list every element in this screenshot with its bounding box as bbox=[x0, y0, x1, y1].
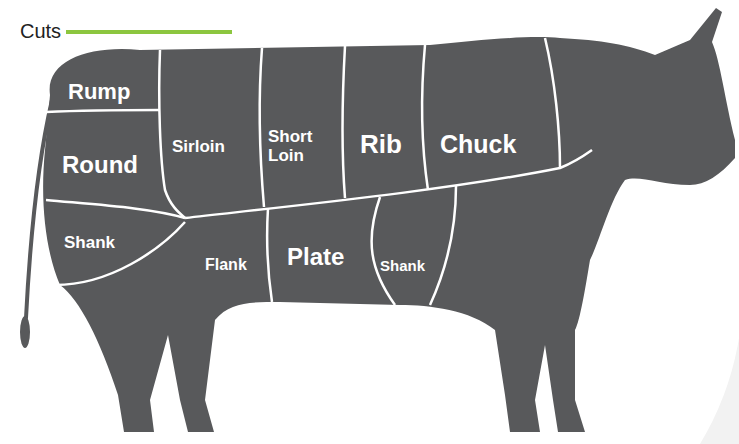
cut-label: Round bbox=[62, 152, 138, 178]
cut-label: Rib bbox=[360, 130, 402, 159]
cut-label: Shank bbox=[64, 234, 115, 253]
cow-silhouette bbox=[43, 8, 735, 432]
title-bar bbox=[66, 30, 232, 34]
cut-label: Shank bbox=[380, 258, 425, 275]
cut-label: Rump bbox=[68, 80, 130, 104]
cut-label: Sirloin bbox=[172, 138, 225, 157]
background-arc bbox=[700, 240, 739, 444]
cut-label: Flank bbox=[205, 256, 247, 274]
cut-label: Short Loin bbox=[268, 128, 330, 165]
cut-label: Chuck bbox=[440, 131, 516, 159]
cut-label: Plate bbox=[287, 244, 344, 270]
cut-lines bbox=[46, 38, 592, 305]
title: Cuts bbox=[20, 20, 61, 42]
tail-tuft bbox=[20, 316, 30, 348]
